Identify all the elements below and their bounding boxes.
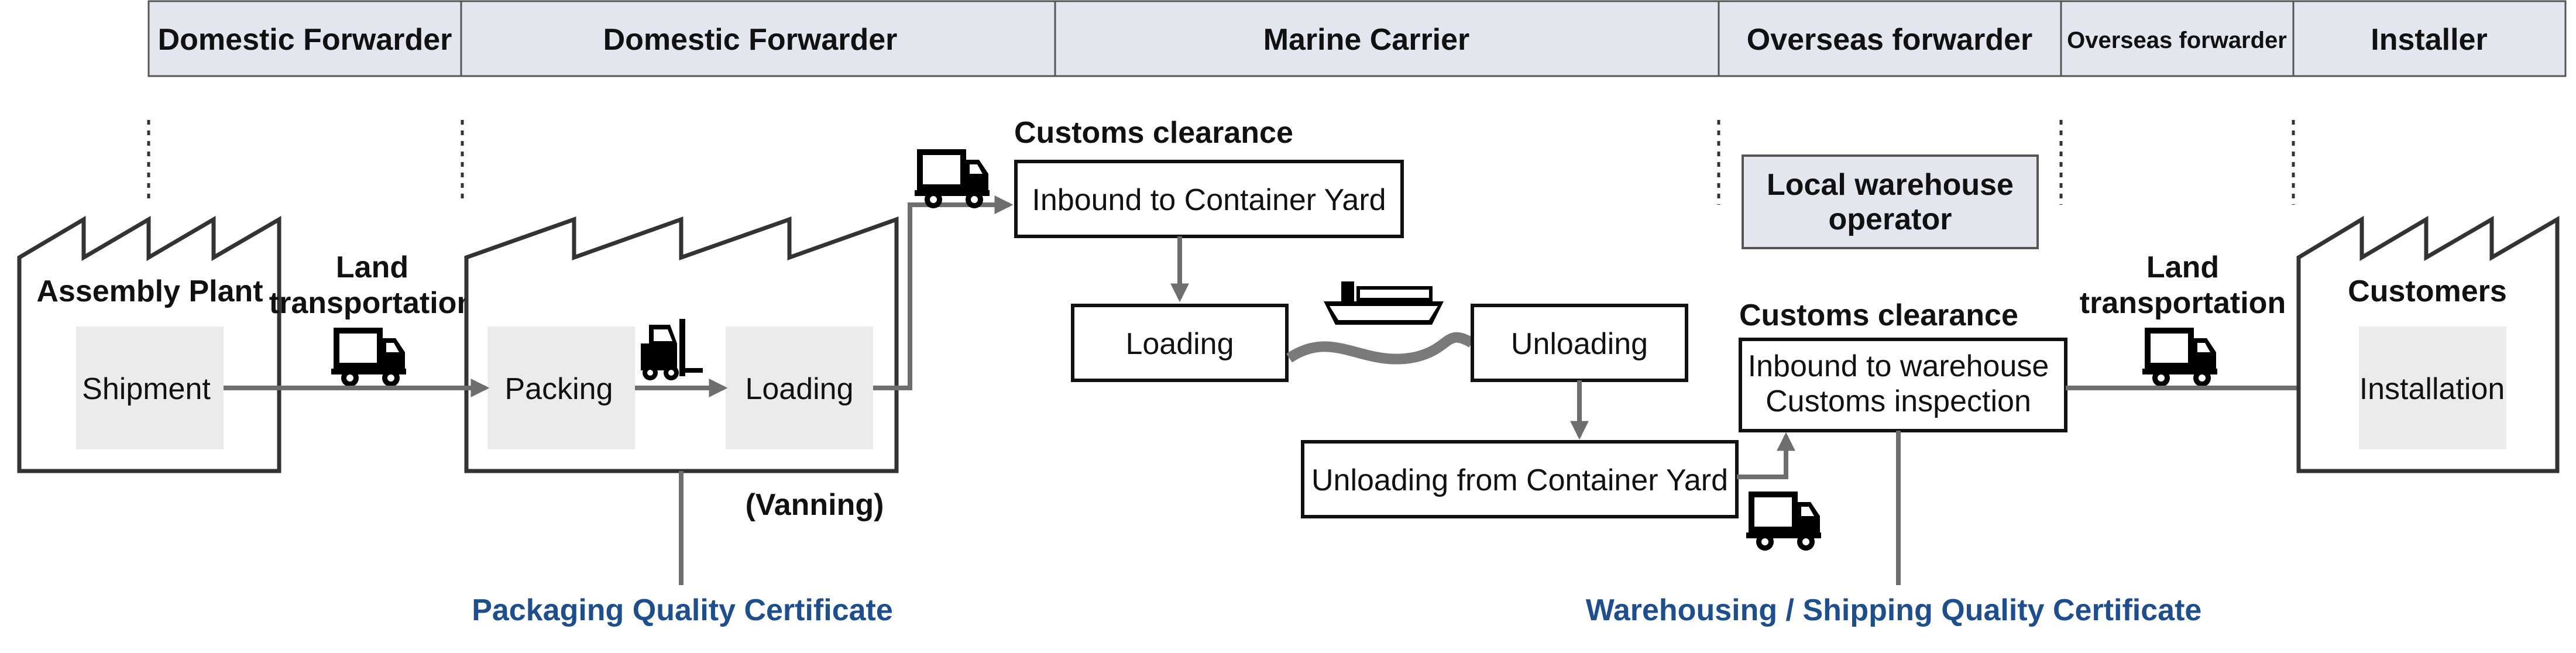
truck-icon bbox=[331, 328, 406, 387]
unloading-ship-label: Unloading bbox=[1511, 327, 1648, 361]
shipment-label: Shipment bbox=[82, 372, 211, 406]
svg-text:Land: Land bbox=[2146, 250, 2219, 284]
truck-icon bbox=[2142, 328, 2217, 387]
packing-box bbox=[487, 326, 635, 449]
assembly-plant: Assembly Plant Shipment bbox=[17, 215, 281, 473]
customs-export-label: Customs clearance bbox=[1014, 116, 1293, 150]
role-overseas-forwarder-2: Overseas forwarder bbox=[2067, 28, 2287, 53]
assembly-plant-label: Assembly Plant bbox=[36, 274, 263, 308]
ship-icon bbox=[1324, 281, 1444, 325]
truck-icon bbox=[1746, 492, 1821, 551]
warehouse-operator-box bbox=[1742, 154, 2039, 249]
customs-import-label: Customs clearance bbox=[1739, 298, 2018, 332]
loading-plant-box bbox=[726, 326, 873, 449]
installation-box bbox=[2359, 326, 2506, 449]
overseas-section: Local warehouse operator Customs clearan… bbox=[1739, 154, 2361, 585]
role-marine-carrier: Marine Carrier bbox=[1263, 23, 1470, 57]
loading-ship-box bbox=[1071, 304, 1289, 382]
svg-text:transportation: transportation bbox=[269, 286, 475, 320]
warehouse-operator-label-2: operator bbox=[1829, 202, 1952, 236]
forwarder-facility: Packing Loading (Vanning) bbox=[464, 216, 899, 522]
svg-text:transportation: transportation bbox=[2080, 286, 2286, 320]
flow-lines bbox=[224, 195, 1014, 585]
role-domestic-forwarder-2: Domestic Forwarder bbox=[603, 23, 898, 57]
loading-ship-label: Loading bbox=[1125, 327, 1234, 361]
inbound-wh-box bbox=[1739, 338, 2067, 432]
role-installer: Installer bbox=[2371, 23, 2487, 57]
warehousing-certificate: Warehousing / Shipping Quality Certifica… bbox=[1586, 593, 2202, 627]
customers: Customers Installation bbox=[2296, 215, 2560, 473]
section-dividers bbox=[147, 120, 2295, 205]
role-domestic-forwarder-1: Domestic Forwarder bbox=[158, 23, 452, 57]
packaging-certificate: Packaging Quality Certificate bbox=[472, 593, 893, 627]
inbound-cy-label: Inbound to Container Yard bbox=[1032, 183, 1386, 217]
warehouse-operator-label-1: Local warehouse bbox=[1767, 168, 2014, 202]
unloading-cy-label: Unloading from Container Yard bbox=[1311, 463, 1728, 497]
role-header-bar: Domestic Forwarder Domestic Forwarder Ma… bbox=[147, 0, 2567, 77]
vanning-label: (Vanning) bbox=[746, 488, 884, 522]
wave-icon bbox=[1286, 332, 1475, 365]
marine-section: Customs clearance Inbound to Container Y… bbox=[1014, 116, 1821, 551]
role-overseas-forwarder-1: Overseas forwarder bbox=[1747, 23, 2033, 57]
truck-icon bbox=[915, 149, 990, 208]
inbound-cy-box bbox=[1014, 160, 1404, 238]
svg-text:Land: Land bbox=[336, 250, 408, 284]
unloading-ship-box bbox=[1471, 304, 1688, 382]
forklift-icon bbox=[641, 319, 703, 380]
shipment-box bbox=[76, 326, 224, 449]
customers-label: Customers bbox=[2348, 274, 2507, 308]
inbound-wh-label-2: Customs inspection bbox=[1766, 384, 2031, 418]
inbound-wh-label-1: Inbound to warehouse bbox=[1748, 349, 2049, 383]
land-transport-left: Land transportation bbox=[269, 250, 475, 387]
packing-label: Packing bbox=[505, 372, 613, 406]
loading-plant-label: Loading bbox=[745, 372, 853, 406]
installation-label: Installation bbox=[2359, 372, 2505, 406]
